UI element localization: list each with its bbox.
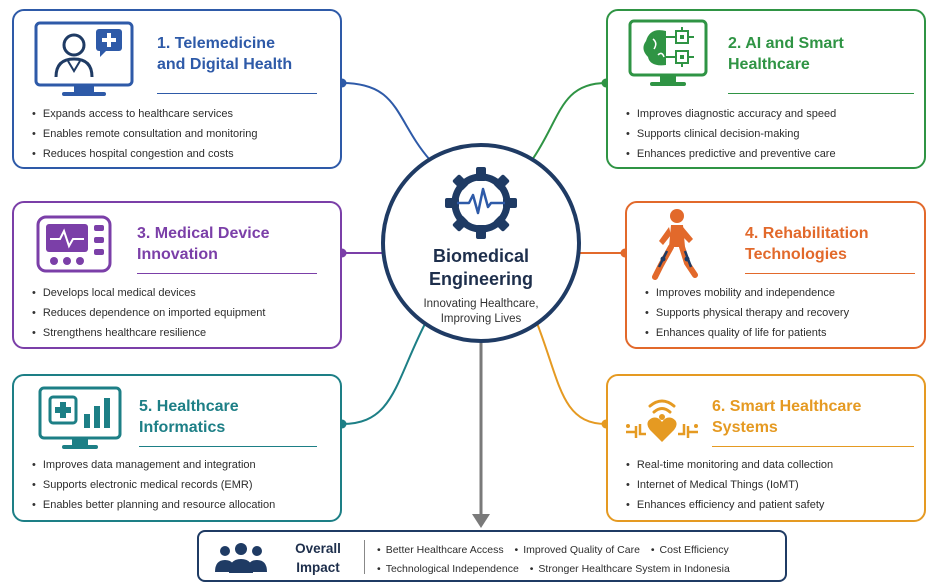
card-medical-device-innovation: 3. Medical Device Innovation Develops lo… [12, 201, 342, 349]
card-title: 5. Healthcare Informatics [139, 398, 239, 436]
list-item: Enables remote consultation and monitori… [32, 124, 258, 144]
list-item: Enhances efficiency and patient safety [626, 495, 833, 515]
list-item: Enhances predictive and preventive care [626, 144, 836, 164]
bullet-list: Improves diagnostic accuracy and speed S… [626, 104, 836, 164]
title-rule [157, 93, 317, 94]
card-title: 4. Rehabilitation Technologies [745, 225, 869, 263]
overall-impact-box: Overall Impact Better Healthcare Access … [197, 530, 787, 582]
list-item: Improves diagnostic accuracy and speed [626, 104, 836, 124]
medical-device-monitor-icon [36, 215, 112, 273]
impact-item: Stronger Healthcare System in Indonesia [530, 563, 730, 575]
list-item: Real-time monitoring and data collection [626, 455, 833, 475]
title-rule [137, 273, 317, 274]
impact-row-2: Technological Independence Stronger Heal… [377, 562, 738, 576]
title-rule [139, 446, 317, 447]
connector-1 [341, 82, 431, 161]
list-item: Reduces dependence on imported equipment [32, 303, 266, 323]
connector-5 [341, 317, 429, 425]
list-item: Enhances quality of life for patients [645, 323, 849, 343]
center-hub: Biomedical Engineering Innovating Health… [381, 143, 581, 343]
list-item: Enables better planning and resource all… [32, 495, 275, 515]
card-smart-healthcare-systems: 6. Smart Healthcare Systems Real-time mo… [606, 374, 926, 522]
bullet-list: Improves mobility and independence Suppo… [645, 283, 849, 343]
card-title: 1. Telemedicine and Digital Health [157, 35, 293, 73]
impact-item: Cost Efficiency [651, 544, 729, 556]
card-rehabilitation-technologies: 4. Rehabilitation Technologies Improves … [625, 201, 926, 349]
card-telemedicine: 1. Telemedicine and Digital Health Expan… [12, 9, 342, 169]
impact-divider [364, 540, 365, 574]
iomt-heart-wifi-icon [626, 399, 698, 442]
health-data-chart-icon [38, 386, 122, 449]
list-item: Supports physical therapy and recovery [645, 303, 849, 323]
title-rule [728, 93, 914, 94]
connector-2 [531, 82, 607, 161]
center-title: Biomedical Engineering [428, 246, 533, 289]
impact-item: Technological Independence [377, 563, 519, 575]
people-group-icon [215, 543, 267, 573]
gear-heartbeat-icon [445, 167, 517, 239]
list-item: Supports electronic medical records (EMR… [32, 475, 275, 495]
list-item: Strengthens healthcare resilience [32, 323, 265, 343]
impact-item: Improved Quality of Care [515, 544, 640, 556]
title-rule [712, 446, 914, 447]
card-title: 6. Smart Healthcare Systems [712, 398, 862, 436]
bullet-list: Real-time monitoring and data collection… [626, 455, 833, 515]
telemedicine-monitor-icon [34, 21, 134, 96]
list-item: Expands access to healthcare services [32, 104, 258, 124]
connector-6 [534, 317, 607, 425]
bullet-list: Develops local medical devices Reduces d… [32, 283, 266, 343]
ai-brain-chip-icon [628, 19, 708, 86]
title-rule [745, 273, 915, 274]
card-title: 3. Medical Device Innovation [137, 225, 270, 263]
list-item: Internet of Medical Things (IoMT) [626, 475, 833, 495]
bullet-list: Improves data management and integration… [32, 455, 275, 515]
list-item: Develops local medical devices [32, 283, 265, 303]
list-item: Supports clinical decision-making [626, 124, 836, 144]
card-healthcare-informatics: 5. Healthcare Informatics Improves data … [12, 374, 342, 522]
card-title: 2. AI and Smart Healthcare [728, 35, 844, 73]
list-item: Reduces hospital congestion and costs [32, 144, 258, 164]
impact-row-1: Better Healthcare Access Improved Qualit… [377, 543, 737, 557]
center-subtitle: Innovating Healthcare, Improving Lives [423, 298, 539, 325]
impact-arrow-head [472, 514, 490, 528]
bullet-list: Expands access to healthcare services En… [32, 104, 258, 164]
impact-label: Overall Impact [295, 541, 341, 575]
impact-item: Better Healthcare Access [377, 544, 504, 556]
exoskeleton-walking-icon [652, 209, 698, 280]
card-ai-smart-healthcare: 2. AI and Smart Healthcare Improves diag… [606, 9, 926, 169]
list-item: Improves mobility and independence [645, 283, 849, 303]
list-item: Improves data management and integration [32, 455, 275, 475]
